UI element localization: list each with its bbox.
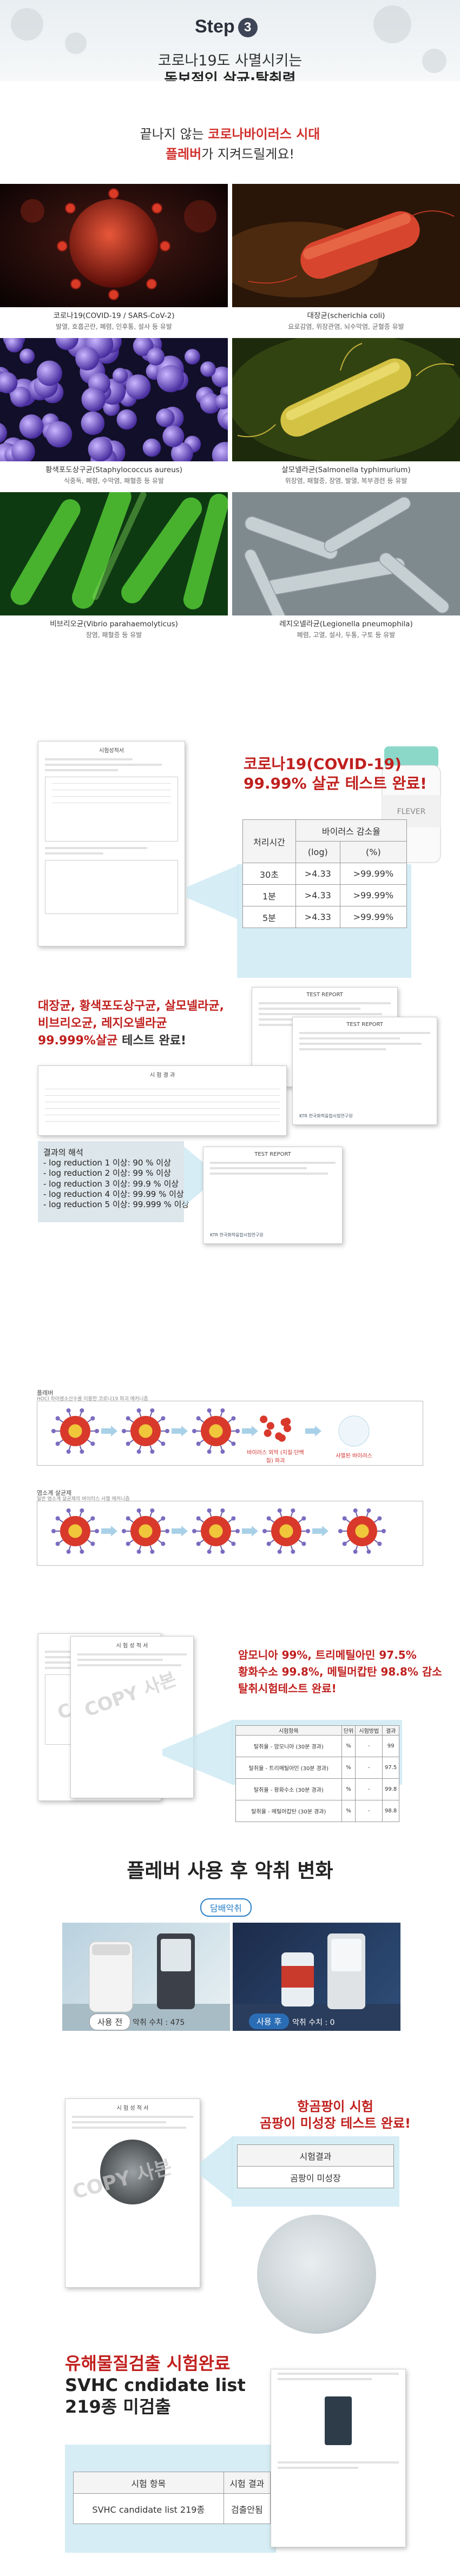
caption-legionella: 레지오넬라균(Legionella pneumophila)폐렴, 고열, 설사… <box>279 620 413 639</box>
mold-test-document: 시 험 성 적 서 COPY 사본 <box>65 2098 200 2288</box>
covid-test-title: 코로나19(COVID-19) 99.99% 살균 테스트 완료! <box>244 755 427 792</box>
mold-result-table: 시험결과 곰팡이 미성장 <box>237 2144 394 2188</box>
before-value: 악취 수치 : 475 <box>133 2018 185 2027</box>
svhc-section: 유해물질검출 시험완료 SVHC cndidate list 219종 미검출 … <box>0 2336 460 2576</box>
odor-test-document-2: 시 험 성 적 서 COPY 사본 <box>70 1636 194 1798</box>
after-photo: 사용 후 악취 수치 : 0 <box>233 1923 400 2031</box>
chlorine-virus-mechanism: 염소계 살균제 일반 염소계 살균제의 바이러스 사멸 메커니즘 <box>37 1489 423 1566</box>
bacteria-result-excerpt: 시 험 결 과 <box>38 1065 287 1136</box>
covid-photo <box>0 184 228 307</box>
legionella-photo <box>232 492 460 615</box>
caption-covid: 코로나19(COVID-19 / SARS-CoV-2)발열, 호흡곤란, 폐렴… <box>53 312 175 330</box>
tobacco-odor-pill: 담배악취 <box>200 1898 252 1917</box>
header-line2: 독보적인 살균·탈취력 <box>164 71 296 81</box>
odor-test-title: 암모니아 99%, 트리메틸아민 97.5% 황화수소 99.8%, 메틸머캅탄… <box>238 1648 442 1695</box>
mold-callout-connector <box>200 2136 233 2201</box>
covid-test-document: 시험성적서 <box>38 741 185 946</box>
after-tag: 사용 후 <box>249 2014 290 2029</box>
salmonella-photo <box>232 338 460 461</box>
caption-vibrio: 비브리오균(Vibrio parahaemolyticus)장염, 패혈증 등 … <box>50 620 178 639</box>
pathogen-grid: 코로나19(COVID-19 / SARS-CoV-2)발열, 호흡곤란, 폐렴… <box>0 184 460 730</box>
staph-photo <box>0 338 228 461</box>
usage-title: 플레버 사용 후 악취 변화 <box>127 1860 333 1882</box>
before-photo: 사용 전 악취 수치 : 475 <box>62 1923 230 2031</box>
odor-test-section: 시 험 성 적 서 COPY 사본 시 험 성 적 서 COPY 사본 암모니아… <box>0 1628 460 1844</box>
caption-ecoli: 대장균(scherichia coli)요로감염, 위장관염, 뇌수막염, 균혈… <box>288 312 404 330</box>
bacteria-test-report-2: TEST REPORT KTR 한국화학융합시험연구원 <box>292 1017 437 1125</box>
flever-virus-mechanism: 플레버 HOCl 차아염소산수를 이용한 코로나19 파괴 메커니즘 바이러스 … <box>37 1389 423 1466</box>
log-interpretation: 결과의 해석 - log reduction 1 이상: 90 % 이상 - l… <box>43 1148 189 1209</box>
ecoli-photo <box>232 184 460 307</box>
callout-connector-2 <box>184 1147 206 1206</box>
covid-test-section: 시험성적서 FLEVER 코로나19(COVID-19) <box>0 730 460 1379</box>
bacteria-test-report-3: TEST REPORT KTR 한국화학융합시험연구원 <box>203 1147 343 1244</box>
caption-salmonella: 살모넬라균(Salmonella typhimurium)위장염, 패혈증, 장… <box>281 466 411 485</box>
before-tag: 사용 전 <box>89 2014 131 2030</box>
intro-line2: 플레버가 지켜드릴게요! <box>165 147 295 162</box>
svhc-test-document <box>271 2369 406 2547</box>
caption-staph: 황색포도상구균(Staphylococcus aureus)식중독, 폐렴, 수… <box>45 466 183 485</box>
svg-text:FLEVER: FLEVER <box>397 807 426 816</box>
callout-connector <box>187 865 238 919</box>
mold-test-section: 시 험 성 적 서 COPY 사본 항곰팡이 시험 곰팡이 미성장 테스트 완료… <box>0 2093 460 2336</box>
mold-petri-dish <box>257 2215 376 2334</box>
log-interpretation-box <box>38 1141 184 1222</box>
virus-mechanism-section: 플레버 HOCl 차아염소산수를 이용한 코로나19 파괴 메커니즘 바이러스 … <box>0 1379 460 1628</box>
intro-line1: 끝나지 않는 코로나바이러스 시대 <box>140 127 320 142</box>
bacteria-test-title: 대장균, 황색포도상구균, 살모넬라균, 비브리오균, 레지오넬라균 99.99… <box>38 999 224 1048</box>
svhc-title: 유해물질검출 시험완료 SVHC cndidate list 219종 미검출 <box>65 2353 246 2417</box>
mold-test-title: 항곰팡이 시험 곰팡이 미성장 테스트 완료! <box>260 2099 411 2131</box>
header-line1: 코로나19도 사멸시키는 <box>157 52 303 69</box>
vibrio-photo <box>0 492 228 615</box>
intro-section: 끝나지 않는 코로나바이러스 시대 플레버가 지켜드릴게요! <box>0 81 460 184</box>
step-number: 3 <box>238 18 258 38</box>
after-value: 악취 수치 : 0 <box>292 2018 335 2027</box>
